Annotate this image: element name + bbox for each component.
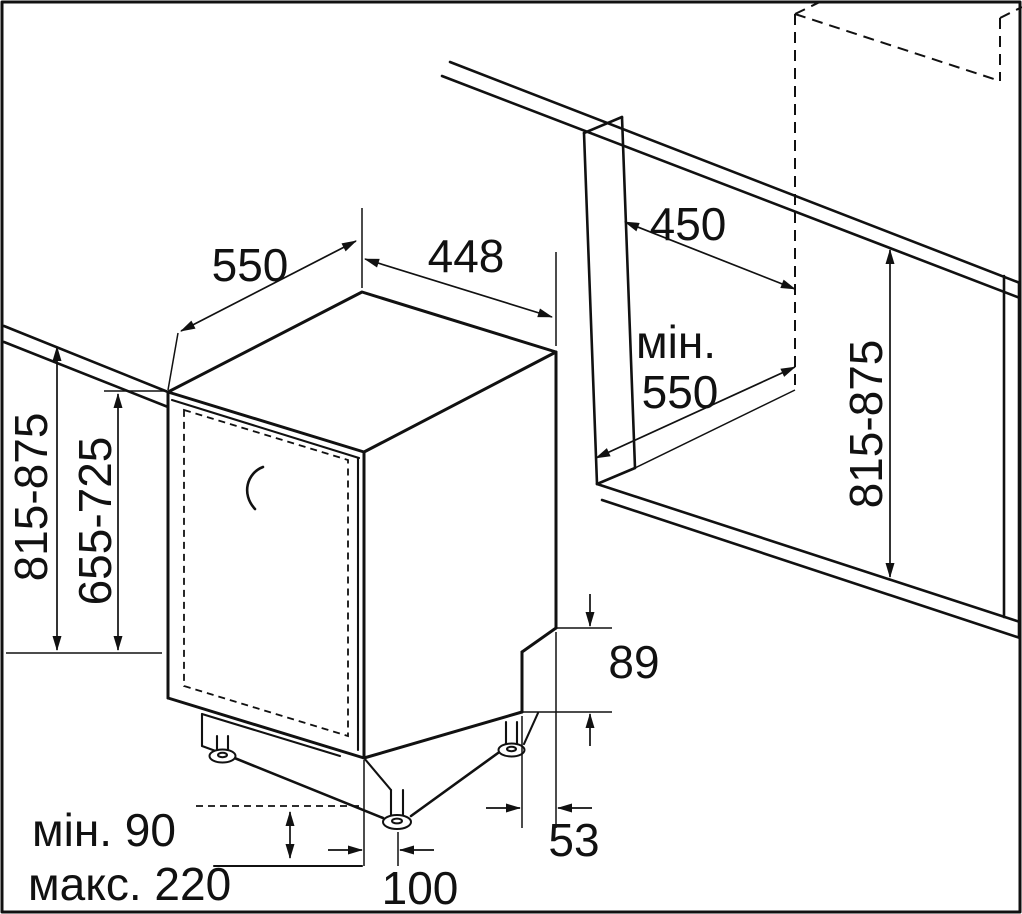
width-label: 448 xyxy=(428,230,505,282)
left-foot-screw xyxy=(217,751,228,759)
niche-cabinet xyxy=(582,0,1022,640)
dim-rear-step-89: 89 xyxy=(522,594,660,746)
dim-height-815-875-left: 815-875 xyxy=(5,346,162,654)
right-bottom-edge xyxy=(362,710,524,760)
countertop-left-bottom-line xyxy=(2,340,170,409)
front-foot-bracket xyxy=(362,756,393,792)
dim-foot-inset-100: 100 xyxy=(328,760,458,914)
right-foot xyxy=(497,720,526,758)
base-front-edge xyxy=(230,755,385,820)
furniture-panel-outline-dashed xyxy=(183,408,349,738)
front-foot-screw xyxy=(391,817,403,825)
door-inner-top-line xyxy=(170,398,361,460)
door-handle xyxy=(245,465,265,511)
left-foot xyxy=(208,734,237,764)
niche-hidden-top-right-edge xyxy=(999,6,1022,19)
dim-panel-height-655-725: 655-725 xyxy=(69,390,166,651)
height-label: 815-875 xyxy=(5,413,57,582)
niche-floor-front-edge xyxy=(600,498,1022,640)
niche-hidden-top-left-edge xyxy=(794,0,825,15)
dimensions: 550 448 450 мін. 550 815-875 655-725 xyxy=(5,198,895,914)
dim-niche-depth-min-550: мін. 550 xyxy=(595,316,796,459)
dishwasher-body xyxy=(166,290,558,868)
countertop-right-top-line xyxy=(448,60,1022,285)
niche-side-panel-top-edge xyxy=(582,115,624,135)
dim-width-448: 448 xyxy=(364,230,557,346)
countertop-right xyxy=(440,60,1022,300)
dimension-line xyxy=(364,258,553,318)
top-face xyxy=(166,290,558,454)
front-offset-label: 53 xyxy=(548,814,599,866)
dim-niche-width-450: 450 xyxy=(624,198,796,290)
door-bottom-edge xyxy=(166,696,366,760)
niche-side-panel-bottom-edge xyxy=(595,466,637,486)
niche-side-panel-front-edge xyxy=(582,131,599,486)
extension-line xyxy=(167,332,179,391)
dimension-line xyxy=(624,221,796,290)
niche-depth-min-label-line1: мін. xyxy=(636,316,716,368)
niche-hidden-top-front-edge xyxy=(794,13,1001,82)
dimension-line xyxy=(180,240,357,332)
niche-side-panel-back-edge xyxy=(620,115,637,470)
base-right-edge xyxy=(409,751,500,818)
dim-plinth-height: мін. 90 макс. 220 xyxy=(28,804,295,910)
right-foot-screw xyxy=(506,745,517,753)
plinth-max-label: макс. 220 xyxy=(28,858,231,910)
front-foot xyxy=(362,756,412,830)
niche-floor-top-edge xyxy=(595,482,1022,624)
dim-depth-550: 550 xyxy=(167,208,363,391)
countertop-right-bottom-line xyxy=(440,74,1022,300)
niche-depth-min-label-line2: 550 xyxy=(642,366,719,418)
plinth-top-edge xyxy=(200,712,342,758)
countertop-left-top-line xyxy=(2,324,170,394)
depth-label: 550 xyxy=(212,239,289,291)
rear-step-label: 89 xyxy=(608,636,659,688)
niche-height-label: 815-875 xyxy=(840,340,892,509)
dim-front-offset-53: 53 xyxy=(486,632,600,866)
niche-width-label: 450 xyxy=(650,198,727,250)
foot-inset-label: 100 xyxy=(382,862,459,914)
countertop-left xyxy=(2,324,170,409)
base-rear-connector xyxy=(522,711,540,746)
plinth-min-label: мін. 90 xyxy=(32,804,176,856)
rear-step-chamfer xyxy=(520,626,558,654)
panel-height-label: 655-725 xyxy=(69,437,121,606)
dimension-line xyxy=(595,366,796,459)
dim-niche-height-815-875: 815-875 xyxy=(840,249,895,578)
